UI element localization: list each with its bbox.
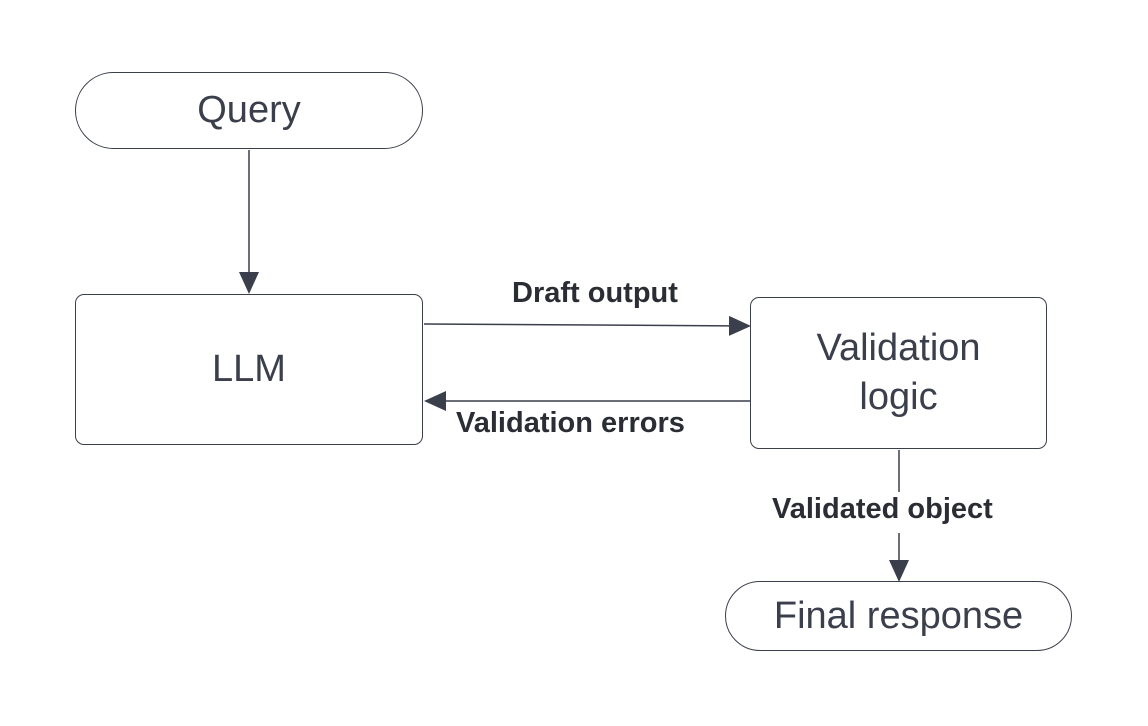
edge-draft-output bbox=[423, 315, 751, 336]
final-response-label: Final response bbox=[773, 594, 1024, 637]
validation-logic-label: Validation logic bbox=[816, 324, 980, 421]
validated-object-label: Validated object bbox=[772, 493, 993, 525]
query-node-label: Query bbox=[197, 89, 301, 132]
llm-node-label: LLM bbox=[212, 348, 286, 391]
query-node: Query bbox=[75, 72, 423, 149]
validation-logic-line-1: Validation bbox=[816, 327, 981, 370]
draft-output-label: Draft output bbox=[512, 277, 678, 309]
validation-logic-line-2: logic bbox=[859, 376, 938, 418]
final-response-node: Final response bbox=[725, 581, 1072, 651]
validation-logic-node: Validation logic bbox=[750, 297, 1047, 449]
validation-errors-label: Validation errors bbox=[456, 407, 685, 439]
llm-node: LLM bbox=[75, 294, 423, 445]
